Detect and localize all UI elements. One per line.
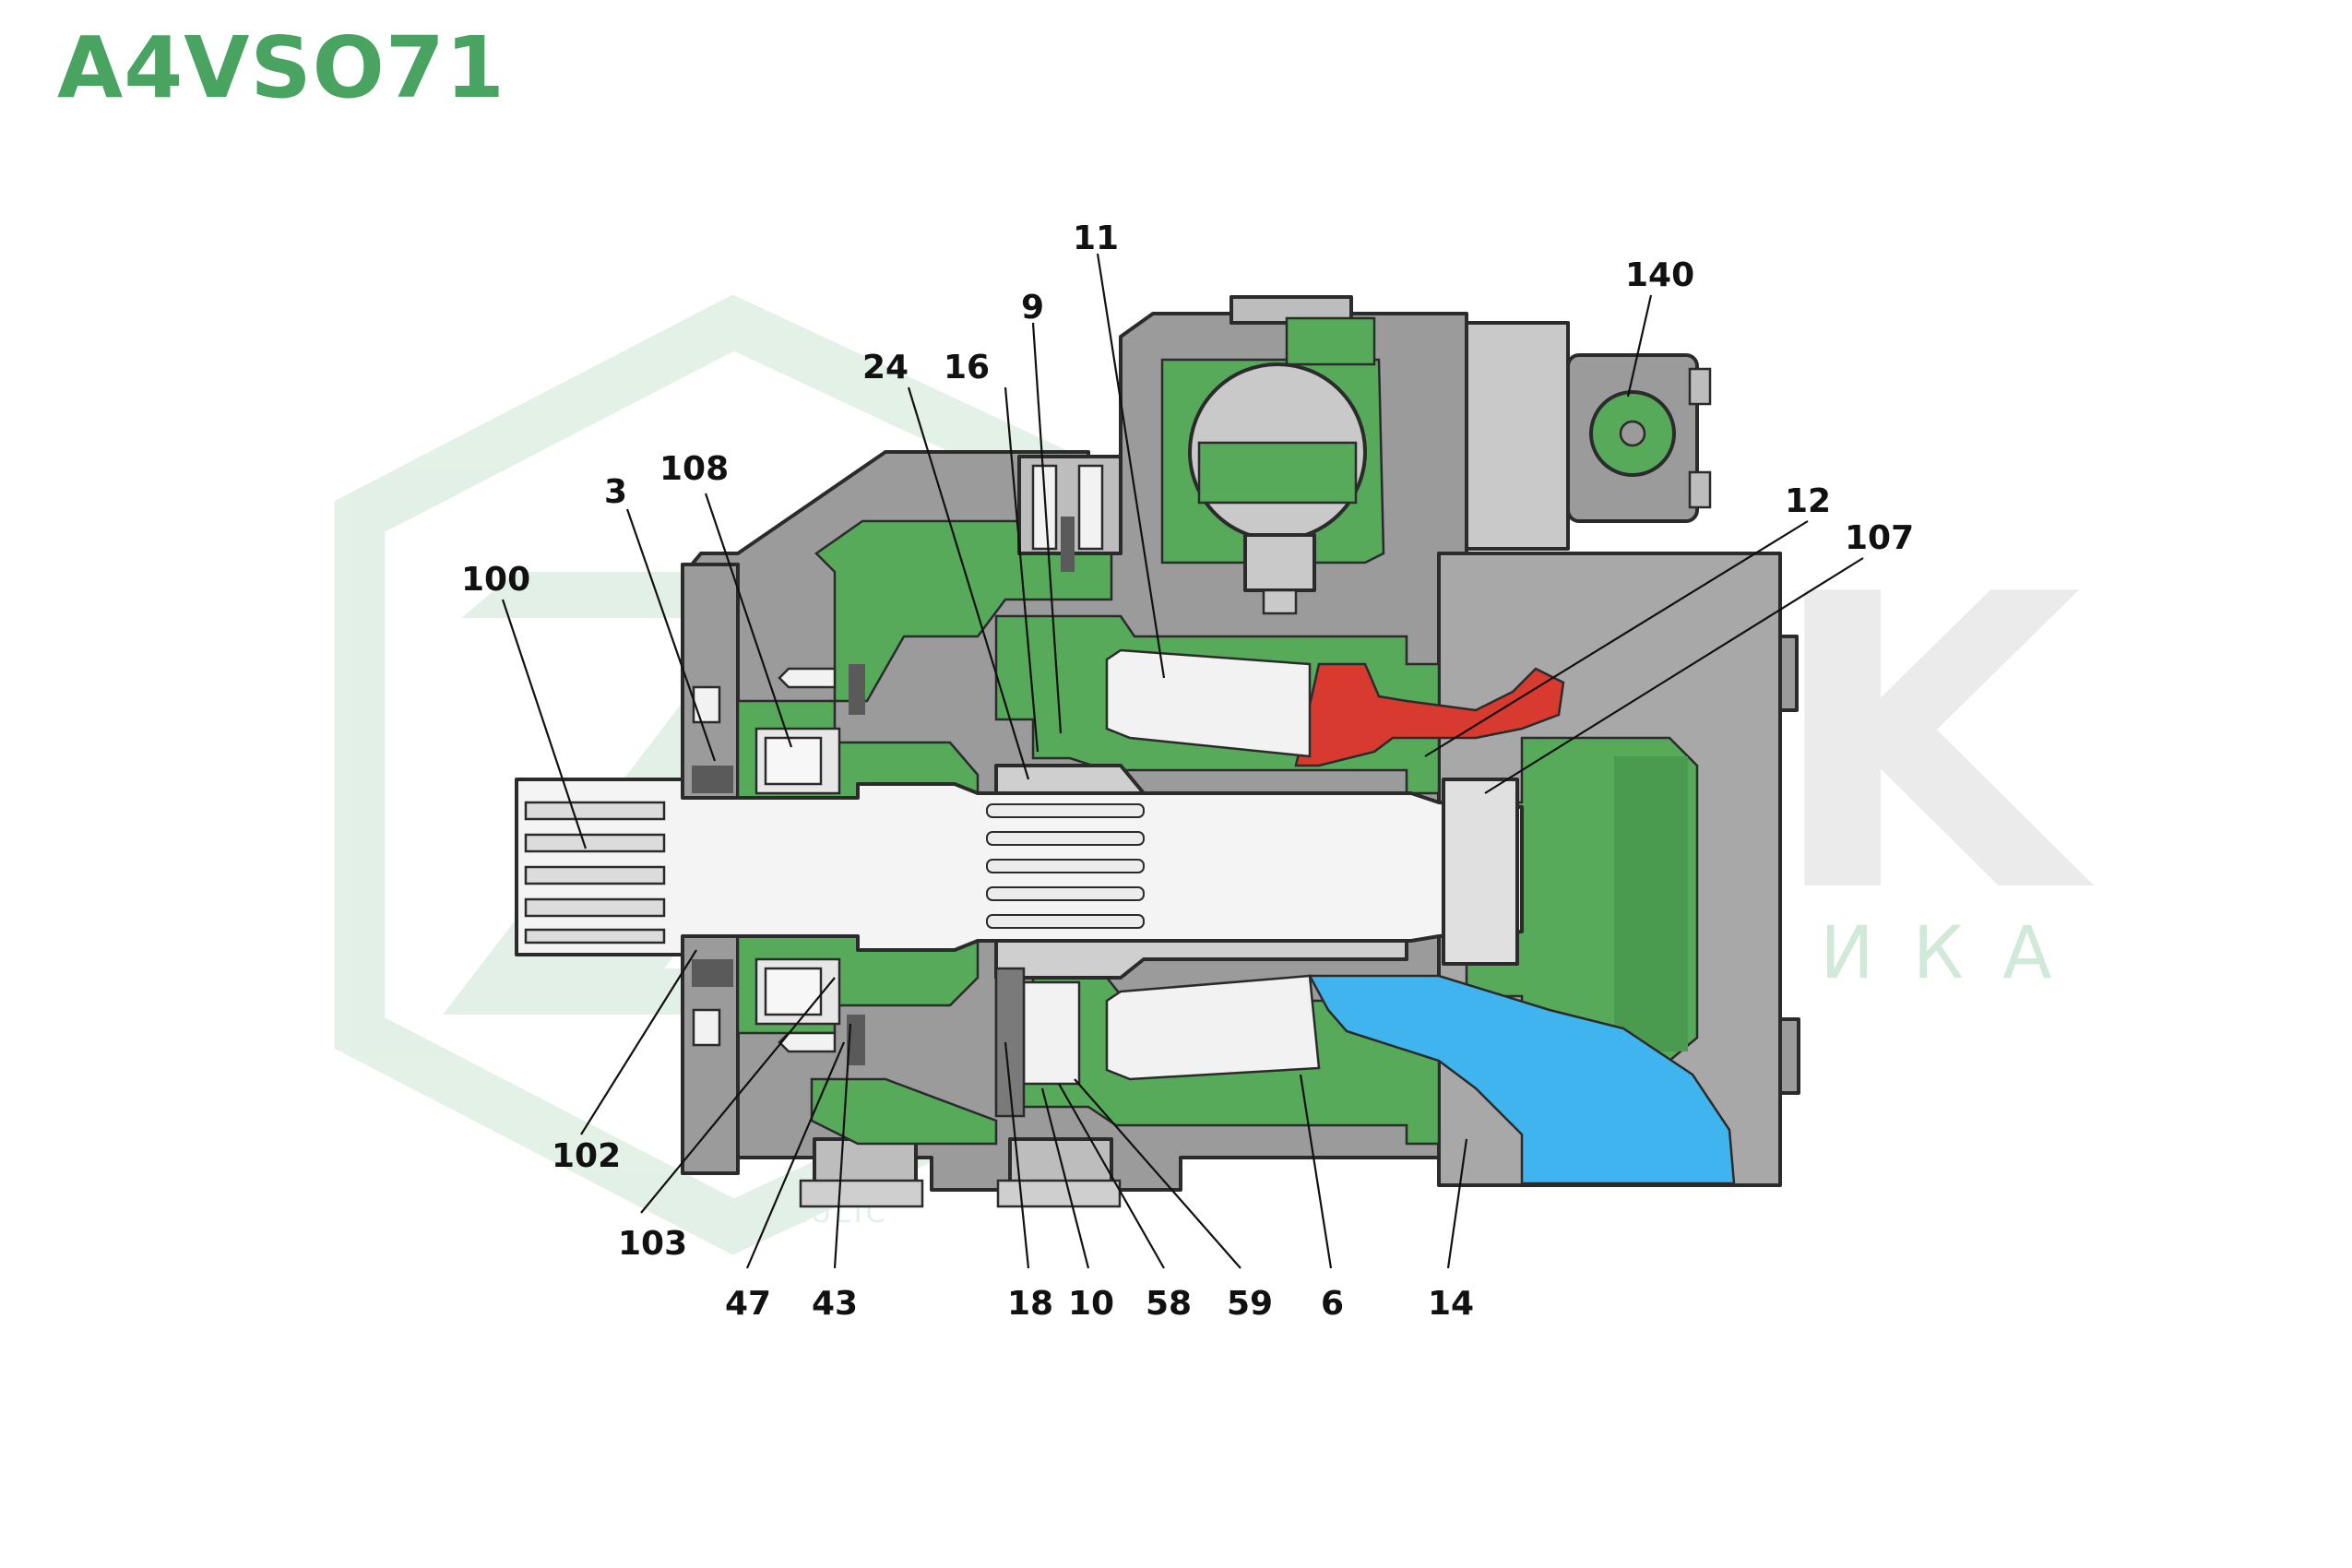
pilot-valve-140 [1465,321,1712,551]
shaft-spline [986,803,1145,929]
piston-lower [1105,974,1321,1081]
label-103: 103 [618,1225,687,1263]
label-58: 58 [1146,1285,1192,1323]
label-18: 18 [1007,1285,1053,1323]
label-100: 100 [461,561,530,599]
control-piston [1188,362,1367,615]
part-labels: 11 9 24 16 108 3 100 140 12 107 102 103 … [461,220,1914,1323]
drive-shaft [515,778,1524,966]
rear-bearing [1442,778,1519,966]
pressure-passage-red [1294,662,1565,767]
label-59: 59 [1227,1285,1273,1323]
label-102: 102 [552,1137,621,1175]
label-140: 140 [1625,256,1694,294]
input-spline [524,801,666,944]
label-16: 16 [944,349,990,386]
check-valve-top [1017,455,1123,572]
label-10: 10 [1068,1285,1114,1323]
label-12: 12 [1785,482,1831,520]
label-11: 11 [1073,220,1119,257]
label-43: 43 [812,1285,858,1323]
label-6: 6 [1321,1285,1344,1323]
label-3: 3 [604,473,627,511]
suction-passage-blue [1307,974,1736,1185]
leader-lines [501,253,1864,1269]
label-107: 107 [1845,519,1914,557]
label-14: 14 [1428,1285,1474,1323]
page-title: A4VSO71 [57,18,505,117]
label-108: 108 [659,450,729,488]
label-47: 47 [725,1285,771,1323]
label-9: 9 [1021,289,1044,327]
piston-upper [1105,648,1312,758]
label-24: 24 [862,349,909,386]
